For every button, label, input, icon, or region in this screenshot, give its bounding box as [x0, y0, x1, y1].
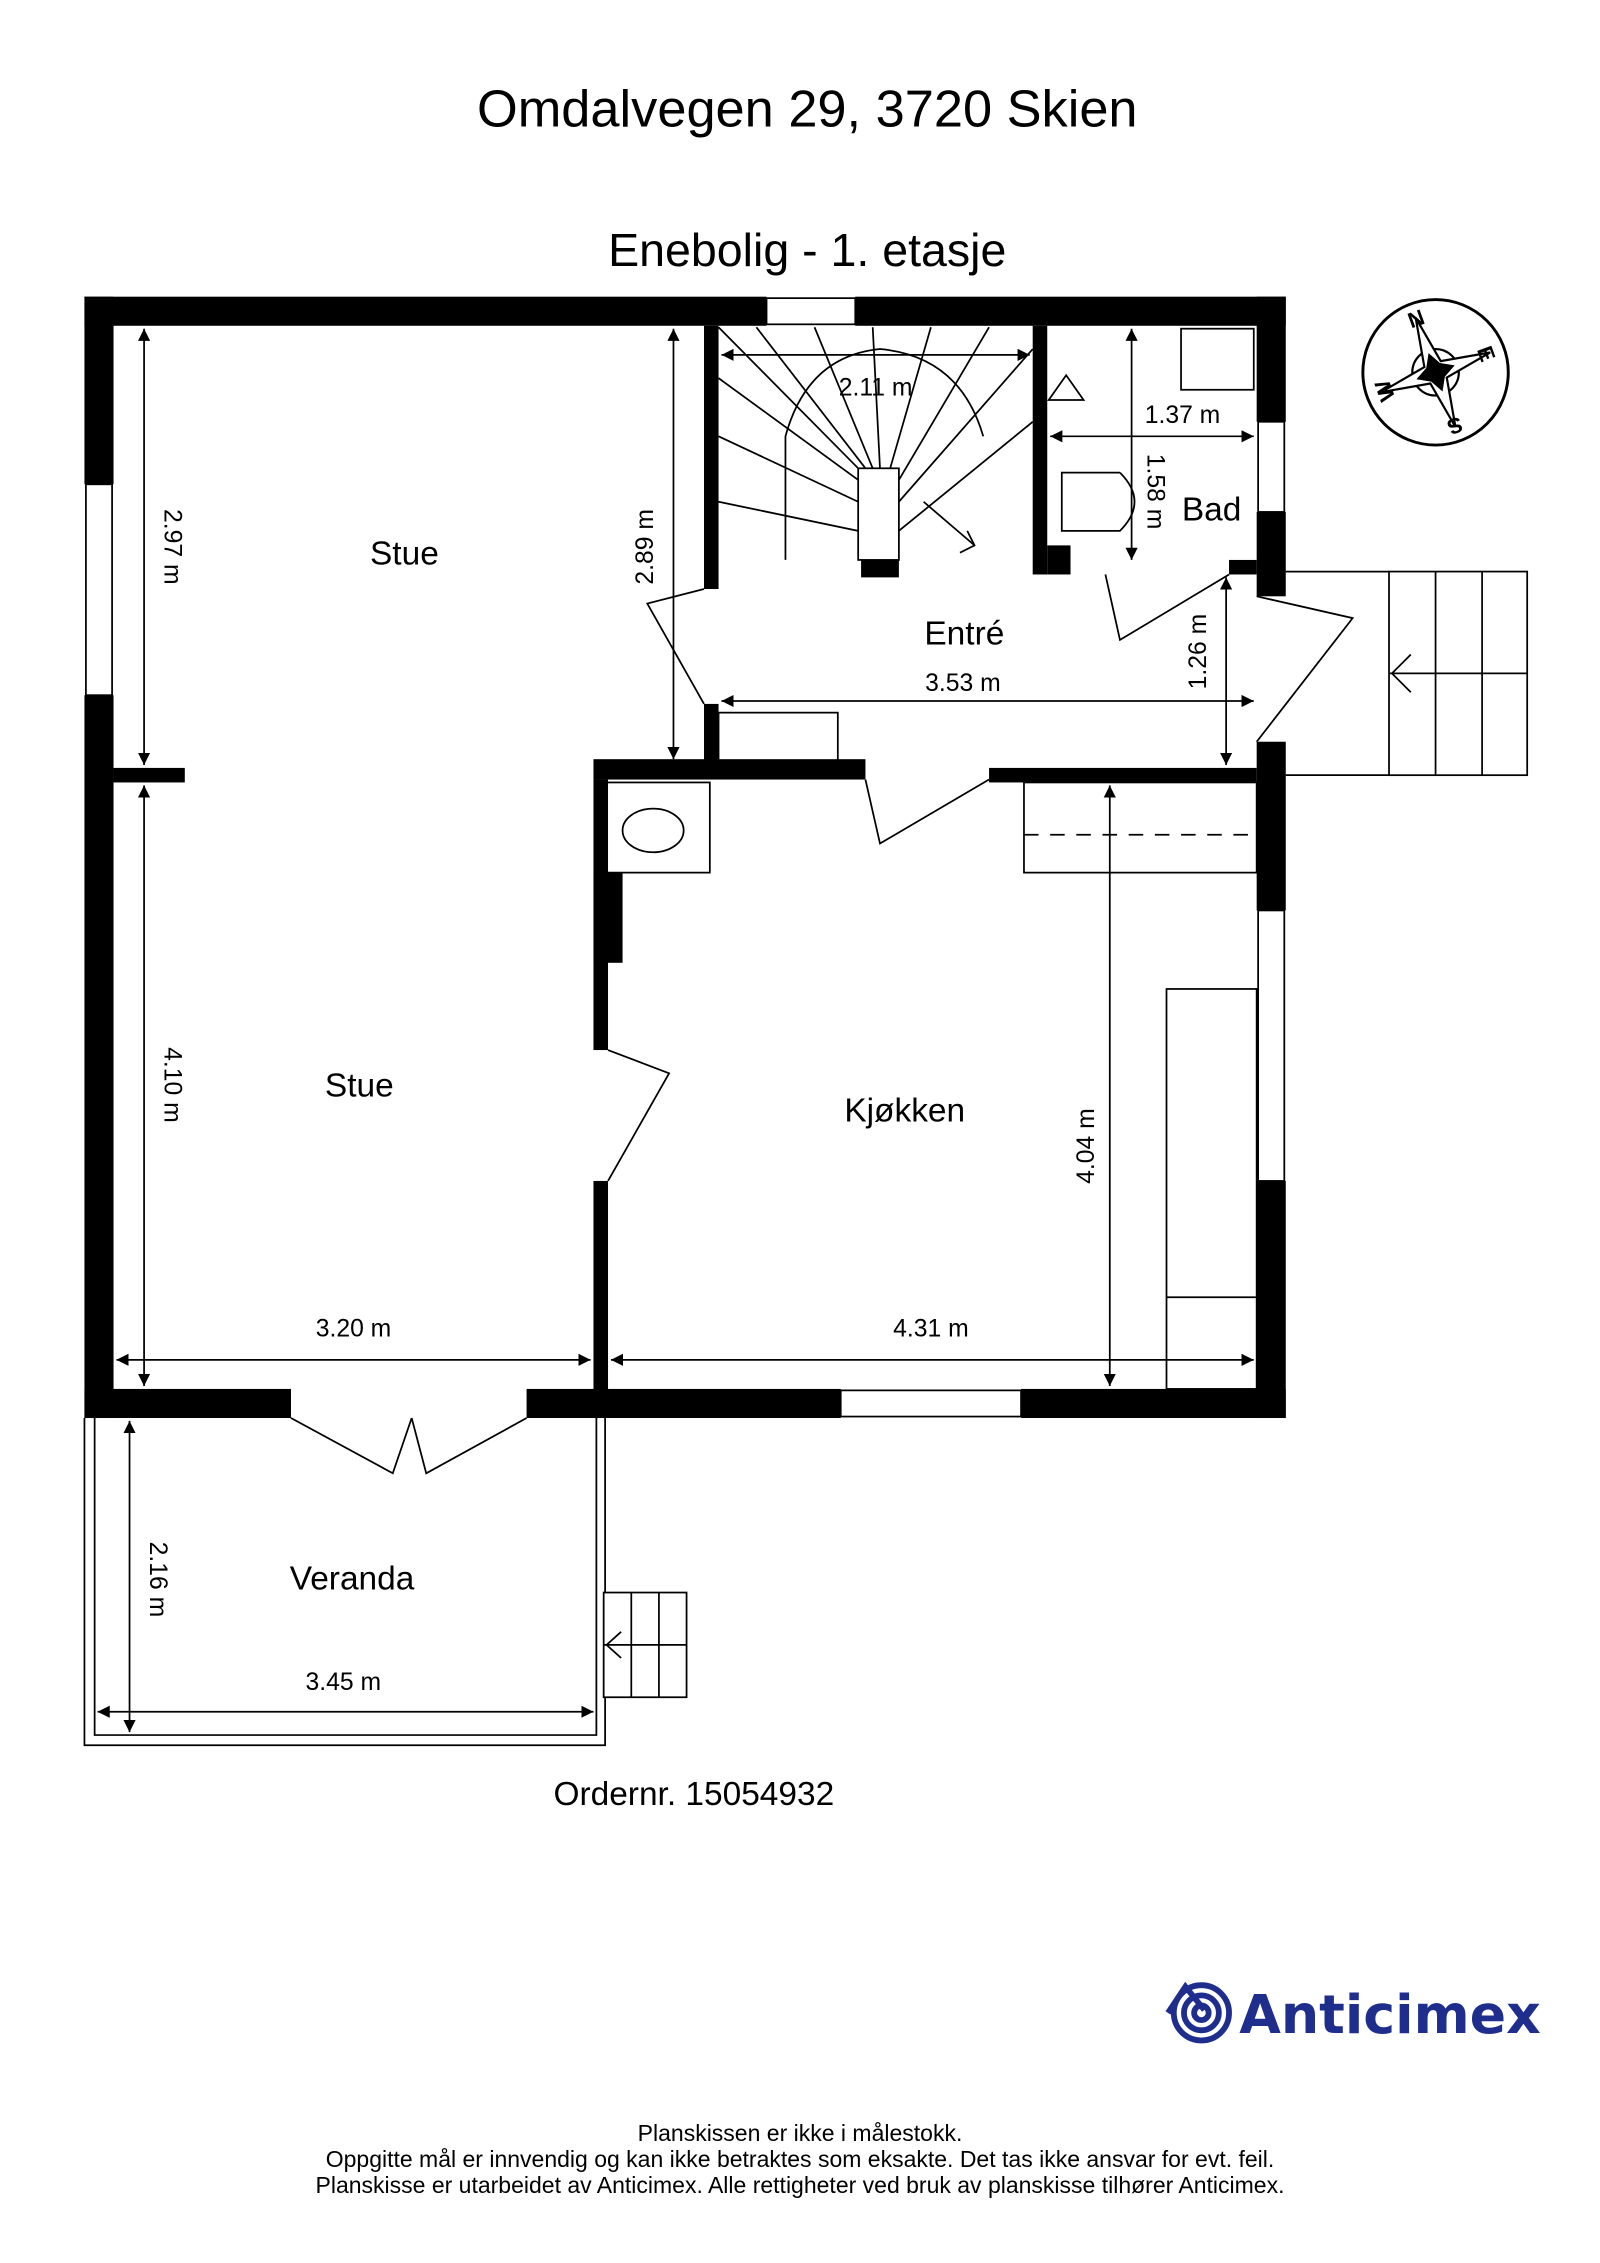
- dim-label: 2.11 m: [839, 375, 913, 402]
- disclaimer-line: Planskissen er ikke i målestokk.: [637, 2120, 963, 2146]
- compass-w: W: [1369, 376, 1400, 404]
- room-label: Entré: [924, 615, 1004, 652]
- room-label: Stue: [325, 1068, 394, 1105]
- disclaimer-line: Oppgitte mål er innvendig og kan ikke be…: [325, 2146, 1275, 2172]
- compass-e: E: [1472, 343, 1500, 365]
- dim-label: 2.97 m: [158, 509, 185, 585]
- room-label: Stue: [370, 535, 439, 572]
- compass-icon: N E S W: [1361, 298, 1510, 447]
- room-labels: Stue Stue Entré Bad Kjøkken Veranda: [290, 492, 1242, 1598]
- walls: [84, 296, 1286, 1419]
- dim-label: 3.45 m: [306, 1669, 382, 1696]
- room-label: Kjøkken: [844, 1092, 965, 1129]
- dimension-labels: 2.97 m 2.89 m 2.11 m 1.37 m 1.58 m 3.53 …: [144, 375, 1220, 1696]
- dim-label: 1.58 m: [1142, 454, 1169, 530]
- order-number: Ordernr. 15054932: [553, 1776, 834, 1813]
- dim-label: 3.20 m: [316, 1316, 392, 1343]
- dim-label: 1.37 m: [1145, 402, 1221, 429]
- compass-n: N: [1404, 304, 1427, 333]
- windows: [85, 297, 1286, 1418]
- dim-label: 1.26 m: [1185, 614, 1212, 690]
- room-label: Bad: [1182, 492, 1242, 529]
- address-title: Omdalvegen 29, 3720 Skien: [477, 81, 1138, 139]
- dim-label: 4.04 m: [1073, 1108, 1100, 1184]
- stairs-outside: [602, 570, 1529, 1699]
- dim-label: 4.10 m: [158, 1047, 185, 1123]
- disclaimer-line: Planskisse er utarbeidet av Anticimex. A…: [315, 2172, 1285, 2198]
- doors: [290, 573, 1355, 1475]
- dim-label: 3.53 m: [925, 670, 1001, 697]
- room-label: Veranda: [290, 1561, 415, 1598]
- veranda-outline: [83, 1418, 606, 1747]
- logo-mark-icon: [1165, 1981, 1232, 2044]
- compass-s: S: [1444, 412, 1466, 440]
- disclaimer: Planskissen er ikke i målestokk. Oppgitt…: [0, 2120, 1600, 2198]
- dim-label: 2.16 m: [144, 1542, 171, 1618]
- anticimex-logo: Anticimex: [1165, 1981, 1541, 2046]
- floor-subtitle: Enebolig - 1. etasje: [608, 224, 1006, 276]
- logo-text: Anticimex: [1239, 1983, 1541, 2046]
- dim-label: 4.31 m: [893, 1316, 969, 1343]
- dimension-lines: [97, 328, 1254, 1733]
- dim-label: 2.89 m: [632, 509, 659, 585]
